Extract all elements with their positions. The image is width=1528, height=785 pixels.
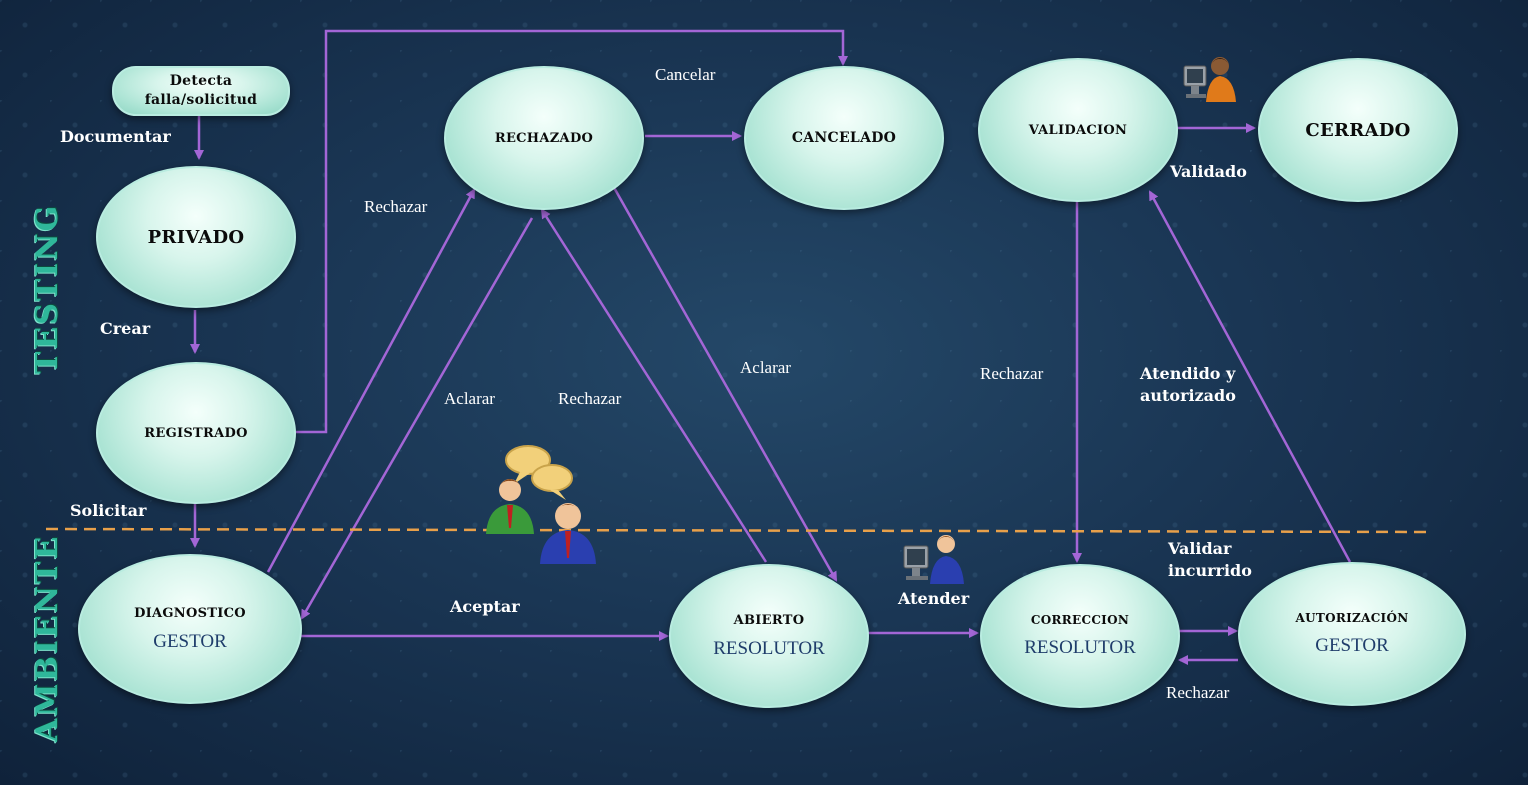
node-cerrado: CERRADO xyxy=(1258,58,1458,202)
node-abierto-title: ABIERTO xyxy=(733,612,805,628)
node-start: Detecta falla/solicitud xyxy=(112,66,290,116)
arrow-diagnostico-rechazado xyxy=(266,188,476,573)
node-rechazado: RECHAZADO xyxy=(444,66,644,210)
label-atender: Atender xyxy=(898,589,970,608)
ambiente-label: AMBIENTE xyxy=(30,534,65,742)
testing-label: TESTING xyxy=(30,203,65,374)
node-registrado: REGISTRADO xyxy=(96,362,296,504)
node-cerrado-label: CERRADO xyxy=(1305,119,1411,141)
label-validado: Validado xyxy=(1170,162,1247,181)
node-abierto: ABIERTO RESOLUTOR xyxy=(669,564,869,708)
arrow-abierto-rechazado xyxy=(540,208,768,563)
person-at-computer-icon xyxy=(1183,57,1236,102)
node-autorizacion-role: GESTOR xyxy=(1315,635,1389,656)
environment-divider xyxy=(45,527,1431,534)
node-diagnostico-title: DIAGNOSTICO xyxy=(134,605,246,621)
node-abierto-role: RESOLUTOR xyxy=(713,637,825,659)
label-rechazar-1: Rechazar xyxy=(364,197,428,216)
arrow-rechazado-diagnostico xyxy=(300,217,534,620)
node-start-label: Detecta falla/solicitud xyxy=(144,73,258,108)
node-privado: PRIVADO xyxy=(96,166,296,308)
node-cancelado: CANCELADO xyxy=(744,66,944,210)
label-crear: Crear xyxy=(100,319,151,338)
label-atendido-autorizado: Atendido y autorizado xyxy=(1140,364,1236,405)
node-correccion-role: RESOLUTOR xyxy=(1024,637,1136,658)
label-aceptar: Aceptar xyxy=(450,597,520,616)
label-rechazar-2: Rechazar xyxy=(558,389,622,408)
node-autorizacion: AUTORIZACIÓN GESTOR xyxy=(1238,562,1466,706)
node-validacion: VALIDACION xyxy=(978,58,1178,202)
label-aclarar-1: Aclarar xyxy=(444,389,495,408)
arrow-autorizacion-validacion xyxy=(1148,190,1352,563)
node-privado-label: PRIVADO xyxy=(147,226,245,248)
person-at-computer-icon xyxy=(903,535,964,584)
node-diagnostico-role: GESTOR xyxy=(153,630,227,652)
node-correccion: CORRECCION RESOLUTOR xyxy=(980,564,1180,708)
node-registrado-label: REGISTRADO xyxy=(144,425,248,441)
node-correccion-title: CORRECCION xyxy=(1030,613,1130,627)
two-people-talking-icon xyxy=(486,445,596,564)
node-diagnostico: DIAGNOSTICO GESTOR xyxy=(78,554,302,704)
arrow-registrado-cancelado xyxy=(294,29,848,434)
label-rechazar-4: Rechazar xyxy=(1166,683,1230,702)
label-validar-incurrido: Validar incurrido xyxy=(1168,539,1252,580)
label-solicitar: Solicitar xyxy=(70,501,147,520)
node-validacion-label: VALIDACION xyxy=(1028,122,1128,138)
label-aclarar-2: Aclarar xyxy=(740,358,791,377)
arrow-rechazado-abierto xyxy=(610,183,838,582)
label-documentar: Documentar xyxy=(60,127,171,146)
node-autorizacion-title: AUTORIZACIÓN xyxy=(1295,611,1409,625)
node-cancelado-label: CANCELADO xyxy=(791,130,897,146)
label-rechazar-3: Rechazar xyxy=(980,364,1044,383)
label-cancelar: Cancelar xyxy=(655,65,716,84)
node-rechazado-label: RECHAZADO xyxy=(494,130,594,146)
